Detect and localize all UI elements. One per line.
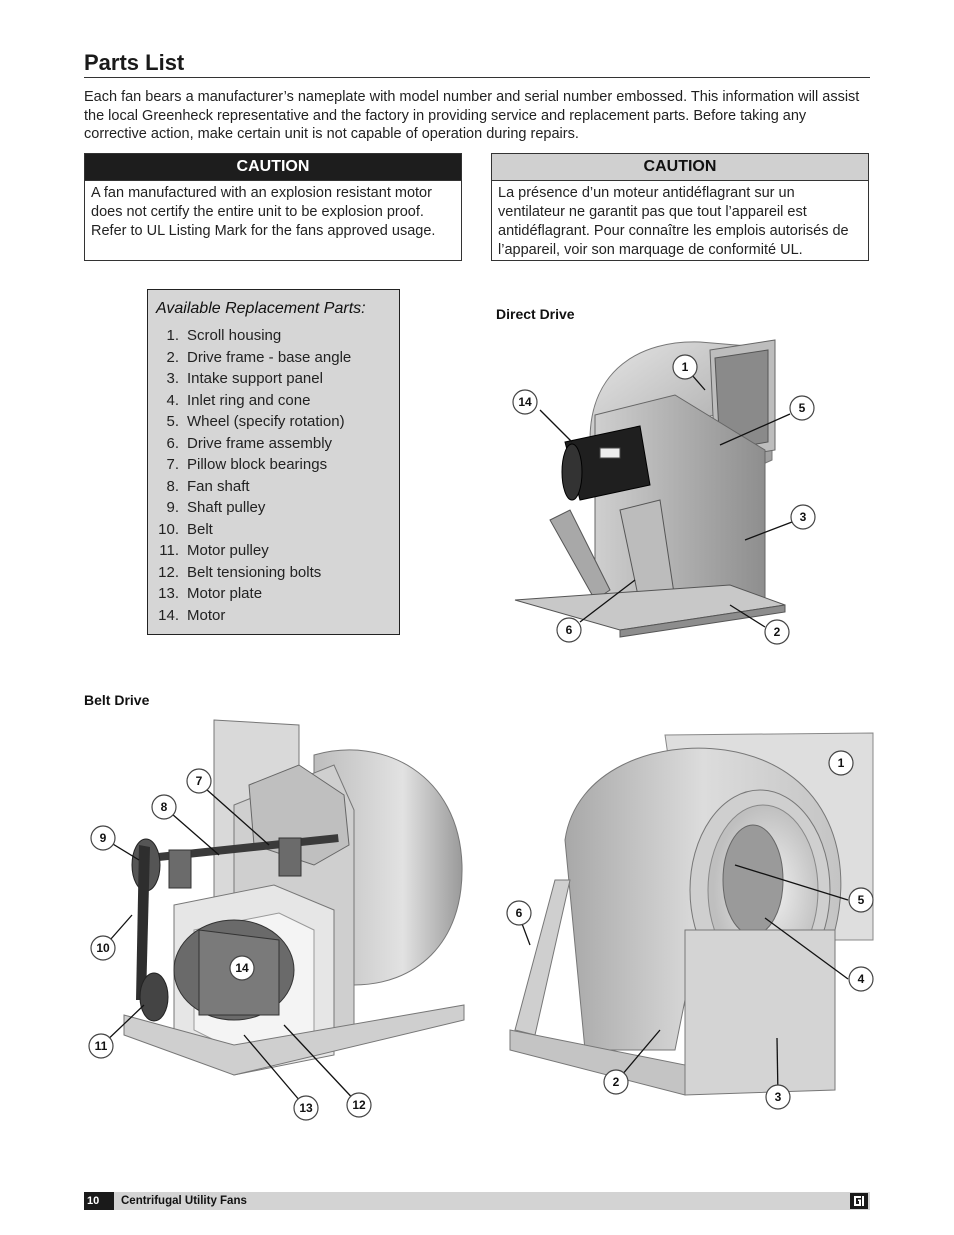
svg-text:14: 14 — [518, 395, 532, 409]
callout-2: 2 — [603, 1069, 629, 1095]
belt-drive-illustration-right: 1 5 6 4 2 3 — [506, 732, 874, 1110]
callout-3: 3 — [790, 504, 816, 530]
page-footer: 10 Centrifugal Utility Fans — [84, 1192, 870, 1210]
title-divider — [84, 77, 870, 78]
svg-text:2: 2 — [613, 1075, 620, 1089]
callout-5: 5 — [848, 887, 874, 913]
callout-6: 6 — [556, 617, 582, 643]
caution-box-french: CAUTION La présence d’un moteur antidéfl… — [491, 153, 869, 261]
svg-text:8: 8 — [161, 800, 168, 814]
replacement-parts-box: Available Replacement Parts: 1.Scroll ho… — [147, 289, 400, 635]
direct-drive-illustration: 1 14 5 3 6 2 — [512, 339, 816, 645]
callout-5: 5 — [789, 395, 815, 421]
svg-text:5: 5 — [858, 893, 865, 907]
svg-text:11: 11 — [95, 1039, 108, 1053]
callout-2: 2 — [764, 619, 790, 645]
caution-text: A fan manufactured with an explosion res… — [91, 185, 436, 239]
callout-3: 3 — [765, 1084, 791, 1110]
belt-drive-illustration-left: 7 8 9 10 14 11 13 12 — [88, 719, 465, 1121]
svg-text:3: 3 — [775, 1090, 782, 1104]
caution-box-english: CAUTION A fan manufactured with an explo… — [84, 153, 462, 261]
callout-1: 1 — [672, 354, 698, 380]
svg-text:13: 13 — [299, 1101, 313, 1115]
svg-text:1: 1 — [838, 756, 845, 770]
caution-text: La présence d’un moteur antidéflagrant s… — [498, 185, 849, 258]
callout-13: 13 — [293, 1095, 319, 1121]
caution-heading: CAUTION — [492, 154, 868, 181]
callout-6: 6 — [506, 900, 532, 926]
svg-text:7: 7 — [196, 774, 203, 788]
svg-text:2: 2 — [774, 625, 781, 639]
callout-9: 9 — [90, 825, 116, 851]
svg-text:6: 6 — [566, 623, 573, 637]
svg-text:12: 12 — [352, 1098, 366, 1112]
page-title: Parts List — [84, 50, 185, 75]
callout-10: 10 — [90, 935, 116, 961]
callout-1: 1 — [828, 750, 854, 776]
svg-text:4: 4 — [858, 972, 865, 986]
callout-11: 11 — [88, 1033, 114, 1059]
svg-text:1: 1 — [682, 360, 689, 374]
caution-heading: CAUTION — [85, 154, 461, 181]
callout-14: 14 — [512, 389, 538, 415]
callout-4: 4 — [848, 966, 874, 992]
svg-text:10: 10 — [96, 941, 110, 955]
svg-text:9: 9 — [100, 831, 107, 845]
callout-8: 8 — [151, 794, 177, 820]
callout-12: 12 — [346, 1092, 372, 1118]
page-number: 10 — [84, 1192, 114, 1210]
svg-text:6: 6 — [516, 906, 523, 920]
callout-7: 7 — [186, 768, 212, 794]
svg-text:3: 3 — [800, 510, 807, 524]
svg-text:5: 5 — [799, 401, 806, 415]
intro-paragraph: Each fan bears a manufacturer’s nameplat… — [84, 89, 860, 142]
parts-list-title: Available Replacement Parts: — [156, 300, 366, 317]
belt-drive-label: Belt Drive — [84, 692, 150, 708]
footer-title: Centrifugal Utility Fans — [121, 1195, 247, 1207]
direct-drive-label: Direct Drive — [496, 306, 575, 322]
callout-14: 14 — [229, 955, 255, 981]
greenheck-logo-icon — [850, 1193, 868, 1209]
svg-text:14: 14 — [235, 961, 249, 975]
